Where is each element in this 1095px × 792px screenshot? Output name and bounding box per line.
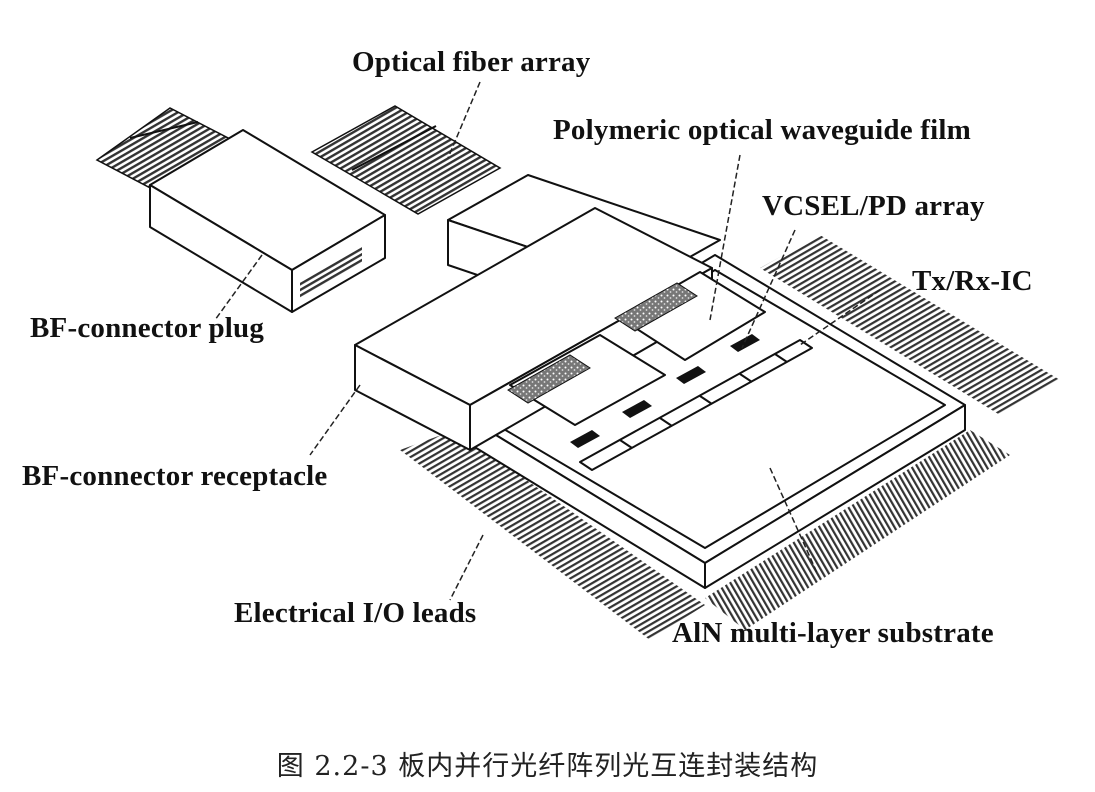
io-leads-right bbox=[705, 430, 1010, 630]
label-bf-connector-plug: BF-connector plug bbox=[30, 312, 265, 344]
waveguide-end-2 bbox=[614, 282, 698, 332]
optical-fiber-array bbox=[310, 105, 502, 215]
substrate-front-right bbox=[704, 404, 966, 589]
waveguide-end-1 bbox=[507, 354, 591, 404]
optical-interconnect-package-diagram bbox=[95, 81, 1060, 640]
waveguide-films bbox=[507, 271, 766, 426]
label-bf-connector-receptacle: BF-connector receptacle bbox=[22, 460, 328, 492]
tx-rx-ic-row bbox=[579, 339, 813, 471]
label-optical-fiber-array: Optical fiber array bbox=[352, 46, 591, 78]
vcsel-pd-arrays bbox=[570, 334, 760, 448]
label-polymeric-waveguide-film: Polymeric optical waveguide film bbox=[553, 114, 971, 146]
io-leads-back bbox=[760, 235, 1060, 415]
label-vcsel-pd-array: VCSEL/PD array bbox=[762, 190, 985, 222]
plug-contacts bbox=[300, 246, 362, 298]
aln-multilayer-substrate bbox=[400, 235, 1060, 640]
label-tx-rx-ic: Tx/Rx-IC bbox=[912, 265, 1033, 297]
label-aln-substrate: AlN multi-layer substrate bbox=[672, 617, 994, 649]
io-leads-left bbox=[400, 430, 705, 640]
label-electrical-io-leads: Electrical I/O leads bbox=[234, 597, 477, 629]
bf-connector-plug bbox=[95, 107, 386, 313]
figure-caption: 图 2.2-3 板内并行光纤阵列光互连封装结构 bbox=[276, 751, 819, 782]
leader-lines bbox=[214, 81, 881, 601]
